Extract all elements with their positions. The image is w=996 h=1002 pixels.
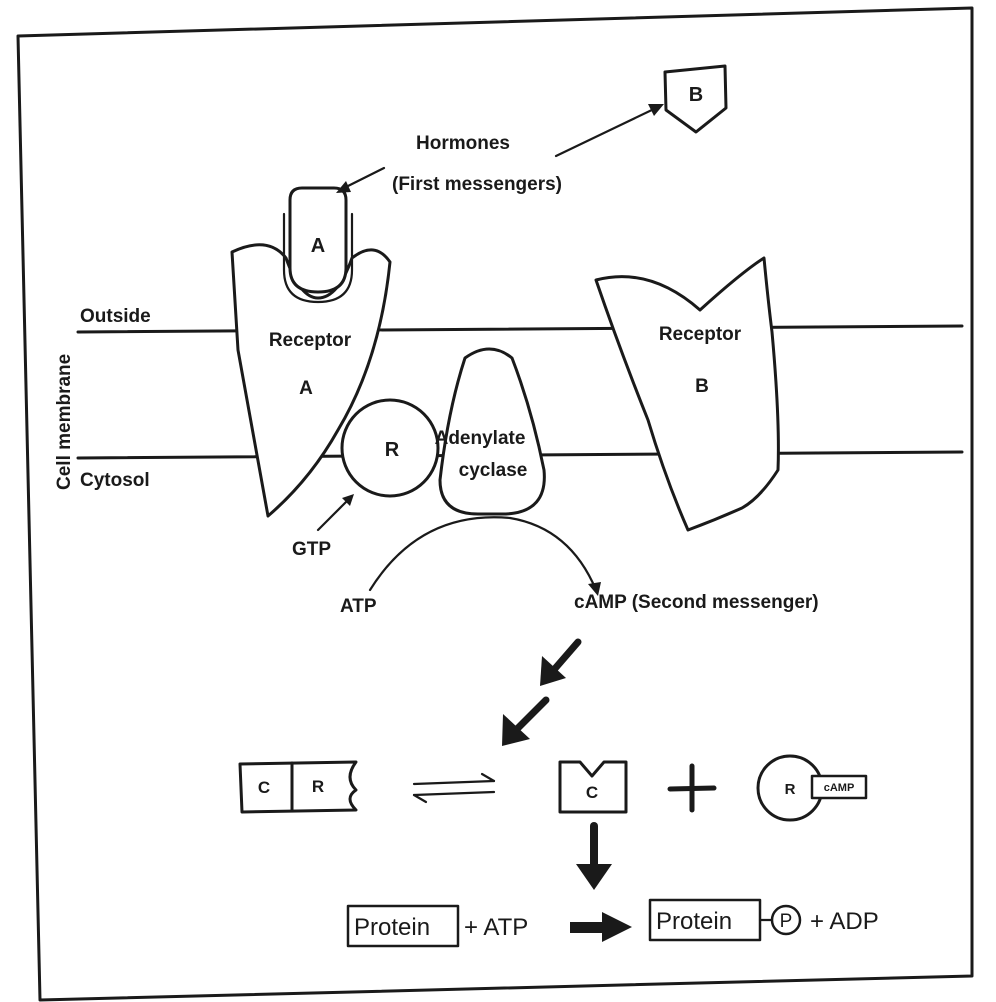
arrow-hormones-to-b (556, 104, 664, 156)
plus-atp-label: + ATP (464, 914, 528, 941)
camp-label: cAMP (Second messenger) (574, 592, 819, 613)
bold-arrow-2 (502, 700, 546, 746)
cyclase-label: cyclase (459, 460, 528, 481)
plus-sign (670, 766, 714, 810)
receptor-b-letter: B (695, 376, 709, 397)
r-protein-label: R (385, 439, 400, 461)
receptor-a-label: Receptor (269, 330, 352, 351)
membrane-outer-line (78, 326, 962, 332)
arrow-gtp-to-r (318, 494, 354, 530)
product-protein-label: Protein (656, 908, 732, 935)
bold-arrow-1 (540, 642, 578, 686)
cytosol-label: Cytosol (80, 470, 150, 491)
complex-r-label: R (312, 777, 324, 796)
receptor-b-label: Receptor (659, 324, 742, 345)
receptor-b-shape (596, 258, 778, 530)
equilibrium-arrows (414, 774, 494, 802)
adenylate-label: Adenylate (435, 428, 526, 449)
outside-label: Outside (80, 306, 151, 327)
cell-membrane-label: Cell membrane (54, 354, 75, 490)
receptor-a-letter: A (299, 378, 313, 399)
protein-label: Protein (354, 914, 430, 941)
hormone-b-label: B (689, 84, 703, 106)
arrow-messengers-to-a (336, 168, 384, 193)
bold-arrow-down (576, 826, 612, 890)
arrow-atp-to-camp (370, 517, 601, 596)
free-c-label: C (586, 783, 598, 802)
phosphate-label: P (780, 911, 793, 932)
bold-arrow-right (570, 912, 632, 942)
bound-camp-label: cAMP (824, 782, 855, 794)
bound-r-label: R (785, 781, 796, 798)
hormone-a-label: A (311, 235, 325, 257)
gtp-label: GTP (292, 539, 331, 560)
complex-c-label: C (258, 778, 270, 797)
first-messengers-label: (First messengers) (392, 174, 562, 195)
plus-adp-label: + ADP (810, 908, 879, 935)
atp-label: ATP (340, 596, 377, 617)
hormones-label: Hormones (416, 133, 510, 154)
